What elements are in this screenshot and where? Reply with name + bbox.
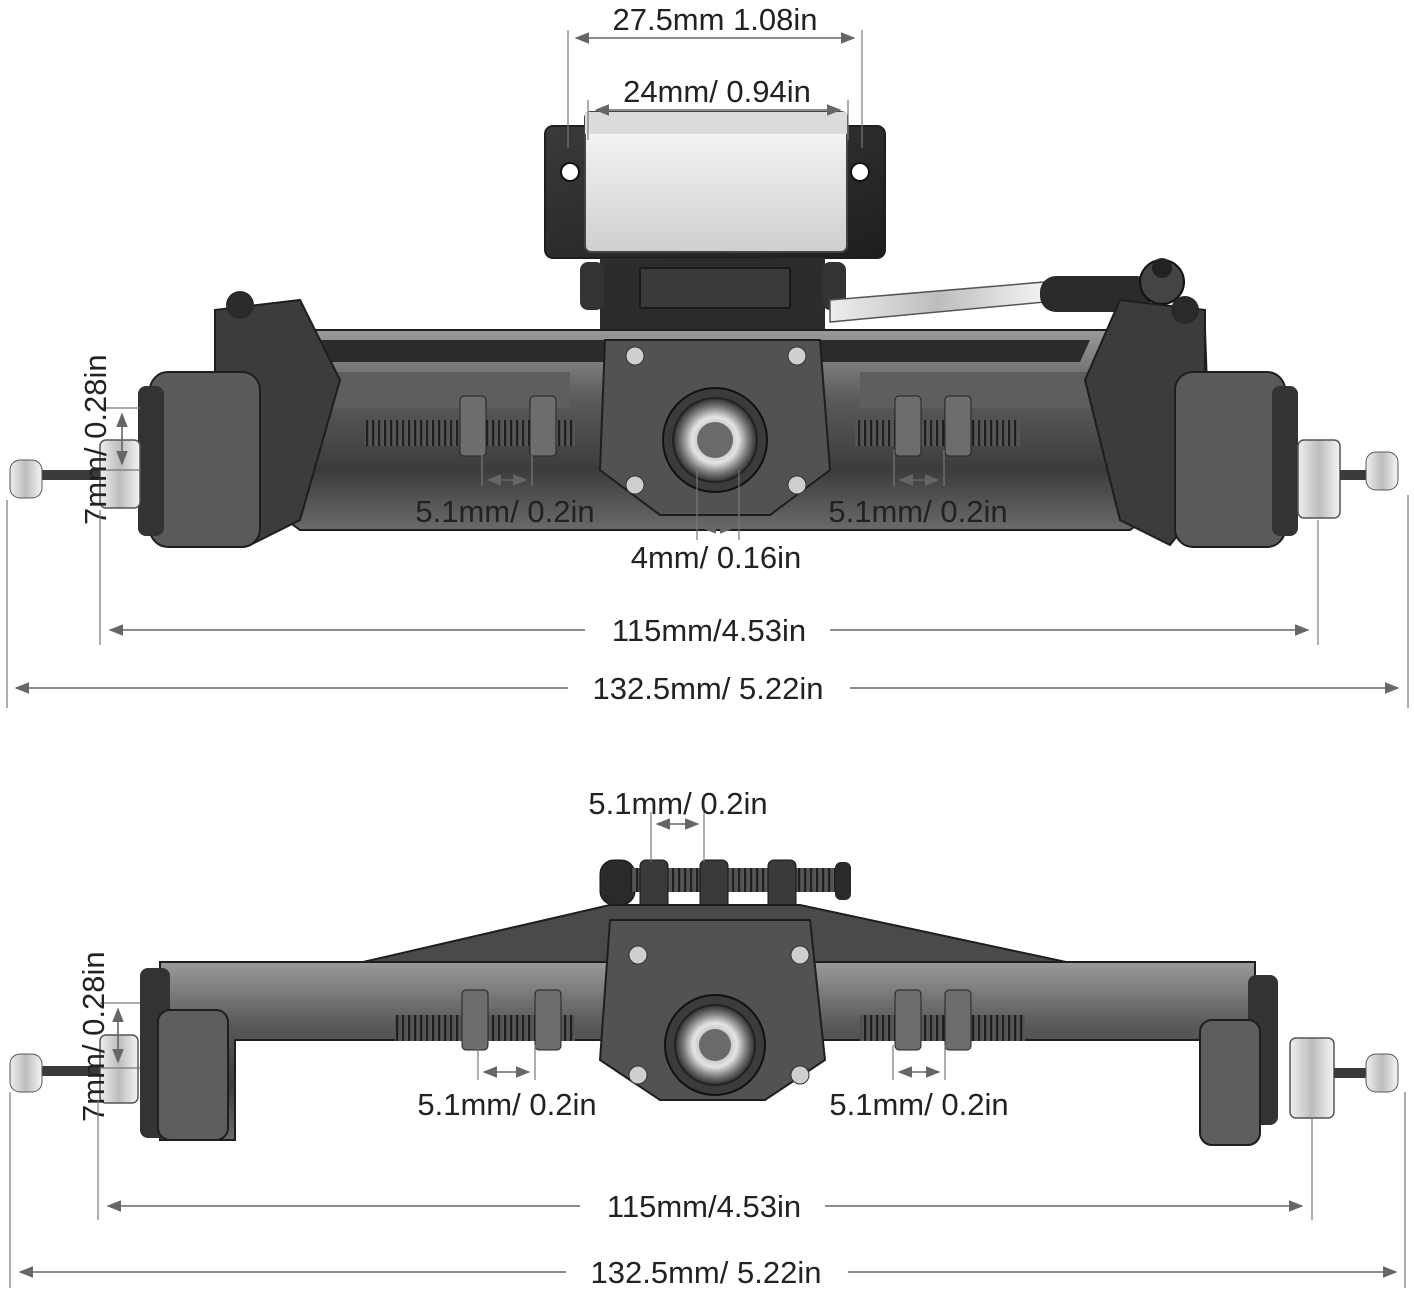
dim-label-hub-hex-rear: 7mm/ 0.28in [76,951,111,1122]
front-axle [9,111,1399,548]
dim-label-hub-hex-front: 7mm/ 0.28in [78,354,113,525]
front-steering-link [829,258,1185,323]
front-servo-mount [544,111,886,330]
dim-label-total-width-front: 132.5mm/ 5.22in [593,671,824,706]
dim-label-servo-inner: 24mm/ 0.94in [623,74,811,109]
dim-label-top-mount-rear: 5.1mm/ 0.2in [588,786,767,821]
dim-label-hub-width-rear: 115mm/4.53in [607,1189,801,1224]
dim-label-servo-outer: 27.5mm 1.08in [612,2,817,37]
front-link-bolt-right [855,420,1020,446]
rear-hex-hub-right [1289,1037,1335,1119]
rear-link-bolt-right [860,1015,1025,1041]
front-differential [598,339,832,516]
rear-wheel-nut-right [1365,1053,1399,1093]
front-knuckle-left [138,291,342,548]
rear-axle [9,859,1399,1146]
dim-label-link-right-rear: 5.1mm/ 0.2in [829,1087,1008,1122]
dim-label-pinion: 4mm/ 0.16in [631,540,802,575]
front-knuckle-right [1083,296,1298,548]
front-dimensions: 27.5mm 1.08in 24mm/ 0.94in 7mm/ 0.28in 5… [6,2,1409,708]
front-hex-hub-right [1297,439,1341,519]
dim-label-link-right-front: 5.1mm/ 0.2in [828,494,1007,529]
rear-differential [598,919,827,1101]
dim-label-total-width-rear: 132.5mm/ 5.22in [591,1255,822,1290]
dim-label-link-left-rear: 5.1mm/ 0.2in [417,1087,596,1122]
dim-label-link-left-front: 5.1mm/ 0.2in [415,494,594,529]
front-wheel-nut-right [1365,451,1399,491]
rear-dimensions: 5.1mm/ 0.2in 7mm/ 0.28in 5.1mm/ 0.2in 5.… [9,786,1406,1290]
rear-axle-housing [140,904,1278,1146]
dim-label-hub-width-front: 115mm/4.53in [612,613,806,648]
rear-wheel-nut-left [9,1053,43,1093]
front-wheel-nut-left [9,459,43,499]
